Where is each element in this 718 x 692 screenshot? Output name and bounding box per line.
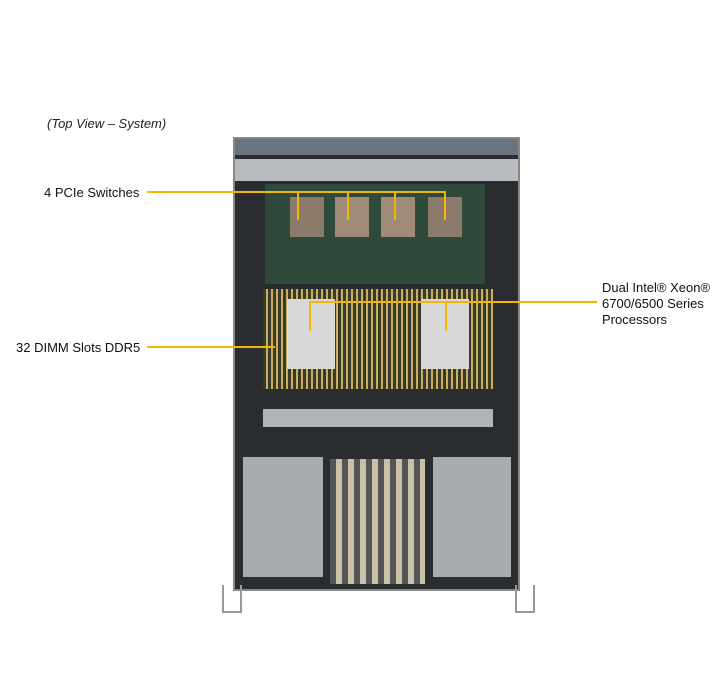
pcie-heatsink [381, 197, 415, 237]
cpu-label-line: Processors [602, 312, 668, 327]
pcie-switches-label: 4 PCIe Switches [44, 185, 140, 200]
cpu-label-line: Dual Intel® Xeon® [602, 280, 711, 295]
dimm-callout-line [147, 346, 275, 348]
pcie-callout-line [394, 191, 396, 220]
left-handle [222, 585, 242, 613]
pcie-callout-line [444, 191, 446, 220]
cpu-heatsink [287, 299, 335, 369]
cpu-callout-line [309, 301, 311, 331]
dimm-slots-label: 32 DIMM Slots DDR5 [16, 340, 141, 355]
right-riser-cage [433, 457, 511, 577]
right-handle [515, 585, 535, 613]
cpu-label: Dual Intel® Xeon® 6700/6500 Series Proce… [602, 280, 710, 328]
front-bracket [235, 159, 518, 181]
pcie-heatsink [290, 197, 324, 237]
pcie-callout-line [347, 191, 349, 220]
rear-bracket [263, 409, 493, 427]
pcie-callout-line [297, 191, 299, 220]
top-rail [235, 139, 518, 155]
cpu-callout-line [309, 301, 597, 303]
cpu-label-line: 6700/6500 Series [602, 296, 704, 311]
server-photo [233, 137, 520, 591]
left-riser-cage [243, 457, 323, 577]
view-caption: (Top View – System) [47, 116, 167, 131]
pcie-callout-line [147, 191, 446, 193]
cpu-callout-line [445, 301, 447, 331]
pcie-slots [330, 459, 425, 584]
pcie-heatsink [335, 197, 369, 237]
